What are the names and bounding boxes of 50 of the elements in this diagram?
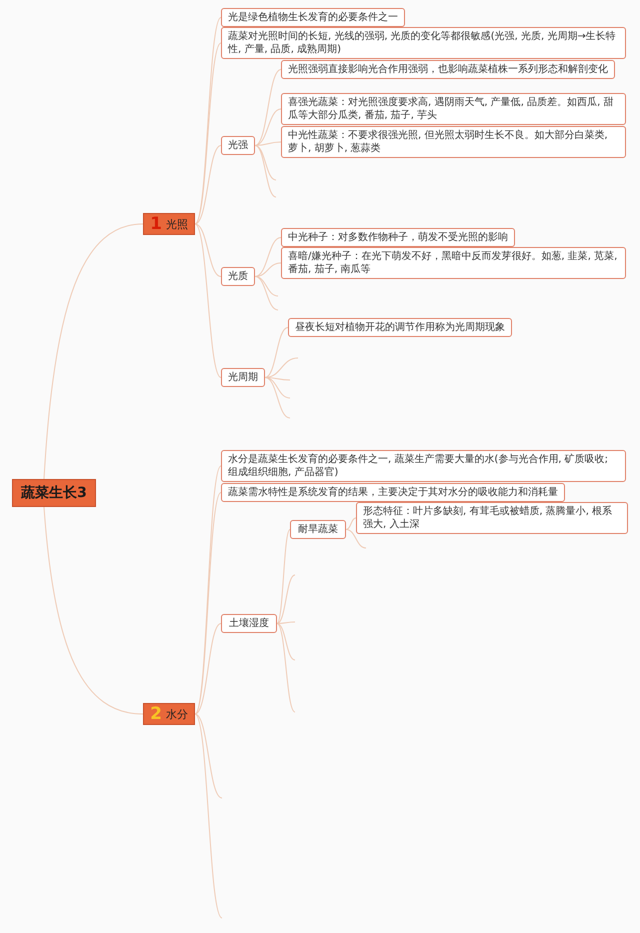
- branch-line: [194, 714, 222, 918]
- branch-line: [346, 518, 356, 530]
- branch-line: [254, 69, 282, 146]
- branch-line: [254, 108, 282, 146]
- central-topic-box: 蔬菜生长3: [12, 479, 96, 507]
- branch-line: [194, 714, 222, 798]
- branch-line: [254, 276, 278, 310]
- branch-line: [194, 224, 222, 277]
- branch-line: [276, 574, 296, 624]
- subtopic-box: 光强: [221, 136, 255, 155]
- branch-line: [264, 327, 288, 378]
- topic-number: 2: [150, 705, 162, 723]
- subtopic-box: 光周期: [221, 368, 265, 387]
- note-box: 蔬菜需水特性是系统发育的结果，主要决定于其对水分的吸收能力和消耗量: [221, 483, 565, 502]
- branch-line: [264, 377, 290, 398]
- note-box: 中光种子：对多数作物种子，萌发不受光照的影响: [281, 228, 515, 247]
- note-box: 光照强弱直接影响光合作用强弱，也影响蔬菜植株一系列形态和解剖变化: [281, 60, 615, 79]
- branch-line: [254, 262, 282, 277]
- topic-number: 1: [150, 215, 162, 233]
- branch-line: [254, 145, 276, 180]
- note-box: 中光性蔬菜：不要求很强光照, 但光照太弱时生长不良。如大部分白菜类, 萝卜, 胡萝卜, 葱蒜类: [281, 126, 626, 158]
- branch-line: [194, 224, 222, 378]
- branch-line: [276, 622, 296, 624]
- branch-line: [254, 237, 282, 277]
- note-box: 蔬菜对光照时间的长短, 光线的强弱, 光质的变化等都很敏感(光强, 光质, 光周期→生长特性, 产量, 品质, 成熟周期): [221, 27, 626, 59]
- note-box: 喜强光蔬菜：对光照强度要求高, 遇阴雨天气, 产量低, 品质差。如西瓜, 甜瓜等大部分瓜类, 番茄, 茄子, 芋头: [281, 93, 626, 125]
- topic-label: 光照: [166, 218, 188, 230]
- subtopic-box: 耐旱蔬菜: [290, 520, 346, 539]
- branch-line: [276, 623, 296, 660]
- branch-line: [346, 529, 366, 548]
- note-box: 形态特征：叶片多缺刻, 有茸毛或被蜡质, 蒸腾量小, 根系强大, 入土深: [356, 502, 628, 534]
- note-box: 水分是蔬菜生长发育的必要条件之一, 蔬菜生产需要大量的水(参与光合作用, 矿质吸收; 组成组织细胞, 产品器官): [221, 450, 626, 482]
- note-box: 光是绿色植物生长发育的必要条件之一: [221, 8, 405, 27]
- branch-line: [276, 623, 296, 712]
- branch-line: [254, 142, 282, 146]
- branch-line: [254, 145, 276, 198]
- note-box: 昼夜长短对植物开花的调节作用称为光周期现象: [288, 318, 512, 337]
- topic-label: 水分: [166, 708, 188, 720]
- note-box: 喜暗/嫌光种子：在光下萌发不好，黑暗中反而发芽很好。如葱, 韭菜, 苋菜, 番茄, 茄子, 南瓜等: [281, 247, 626, 279]
- subtopic-box: 土壤湿度: [221, 614, 277, 633]
- main-topic-box: [143, 703, 195, 725]
- main-topic-box: [143, 213, 195, 235]
- branch-line: [254, 276, 278, 296]
- branch-line: [44, 506, 144, 714]
- branch-line: [276, 529, 290, 624]
- branch-line: [194, 145, 222, 224]
- branch-line: [264, 377, 290, 418]
- subtopic-box: 光质: [221, 267, 255, 286]
- branch-line: [44, 224, 144, 480]
- branch-line: [194, 623, 222, 714]
